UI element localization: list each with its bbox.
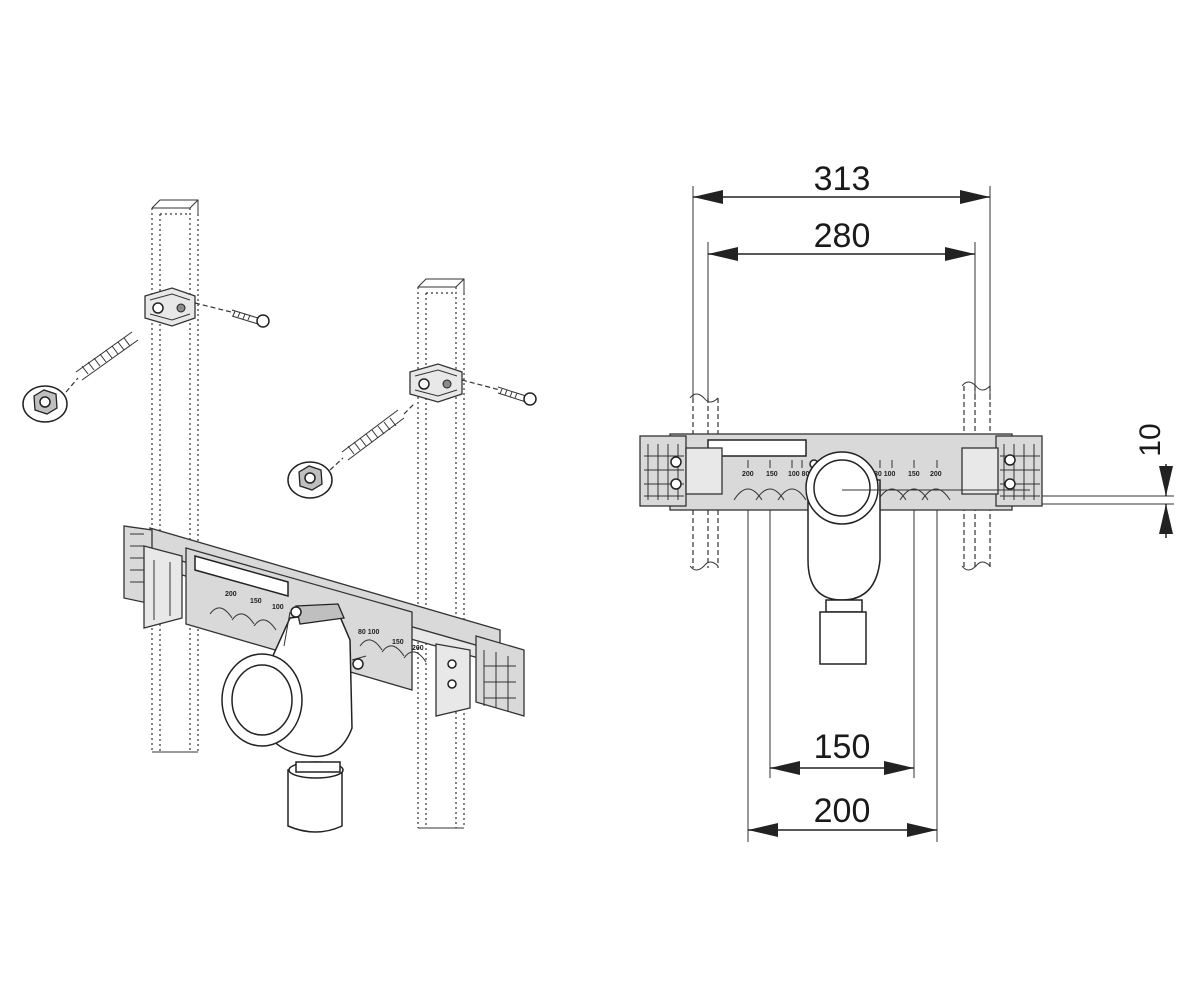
front-mark-150: 150 [766,471,778,478]
front-mark-200-r: 200 [930,471,942,478]
iso-left-end-bracket [123,525,183,629]
front-mark-80-100: 80 100 [874,471,896,478]
dim-150-label: 150 [814,728,871,766]
iso-mark-80-100: 80 100 [358,629,380,636]
iso-mark-200: 200 [225,591,237,598]
front-mark-200: 200 [742,471,754,478]
upper-clamp-bracket [144,287,196,327]
front-siphon [805,451,1030,665]
siphon-iso [221,603,367,833]
iso-scale-right: 80 100 150 200 [358,629,427,663]
iso-mark-100: 100 [272,604,284,611]
front-mark-150-r: 150 [908,471,920,478]
lower-clamp-bracket [409,363,463,403]
iso-mark-200-r: 200 [412,645,424,652]
lower-wood-screw [461,379,537,406]
dim-313-label: 313 [814,160,871,198]
dim-280-label: 280 [814,217,871,255]
left-stud [151,199,199,753]
iso-mark-150: 150 [250,598,262,605]
isometric-view: 200 150 100 80 100 150 200 [22,199,537,833]
upper-wood-screw [194,302,270,328]
iso-scale-left: 200 150 100 [209,591,284,631]
front-mark-100-80: 100 80 [788,471,810,478]
upper-threaded-bolt [75,331,139,381]
front-left-end-bracket [639,435,723,507]
lower-threaded-bolt [341,403,415,461]
iso-mark-150-r: 150 [392,639,404,646]
iso-right-end-bracket [435,635,525,717]
dim-200-label: 200 [814,792,871,830]
front-elevation: 313 280 150 200 10 200 150 100 80 [639,160,1174,842]
right-stud [417,278,465,829]
front-right-end-bracket [961,435,1043,507]
dim-10-label: 10 [1134,423,1167,456]
lower-hex-nut [287,457,344,499]
upper-hex-nut [22,377,79,423]
